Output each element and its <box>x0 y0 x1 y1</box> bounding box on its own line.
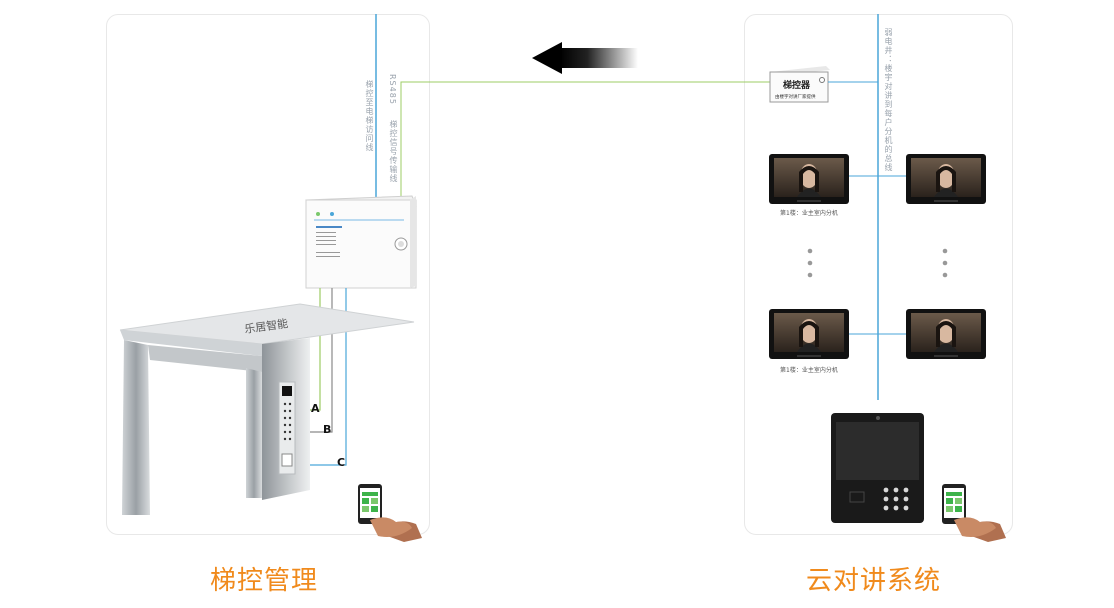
label-a: A <box>311 402 320 415</box>
monitor-icon <box>769 154 849 204</box>
right-caption: 云对讲系统 <box>806 566 942 596</box>
monitor-icon <box>906 154 986 204</box>
label-b: B <box>323 423 331 436</box>
floor-label-bottom: 第1楼：业主室内分机 <box>780 366 838 374</box>
controller-sub: 由楼宇对讲厂家提供 <box>775 93 816 100</box>
arrow-left-icon <box>532 42 638 74</box>
bus-label-2: RS485 <box>388 74 397 105</box>
door-station-icon <box>831 413 924 523</box>
left-caption: 梯控管理 <box>210 566 319 596</box>
bus-label-3: 梯控信号传输线 <box>389 120 398 183</box>
floor-label-top: 第1楼：业主室内分机 <box>780 209 838 217</box>
elevator-car <box>119 303 415 515</box>
bus-label-1: 梯控至电梯访问线 <box>365 80 374 152</box>
elevator-controller-box <box>769 66 830 103</box>
phone-hand-icon <box>358 484 422 542</box>
controller-box-icon <box>305 195 417 289</box>
branch-lines <box>848 175 908 335</box>
monitor-icon <box>769 309 849 359</box>
trunk-label: 弱电井：楼宇对讲到每户分机的总线 <box>884 28 893 172</box>
car-roof-text: 乐居智能 <box>243 316 289 336</box>
controller-label: 梯控器 <box>783 79 811 91</box>
label-c: C <box>337 456 345 469</box>
ellipsis-dots <box>807 248 948 278</box>
monitor-icon <box>906 309 986 359</box>
phone-hand-icon <box>942 484 1006 542</box>
signal-line <box>400 81 770 200</box>
